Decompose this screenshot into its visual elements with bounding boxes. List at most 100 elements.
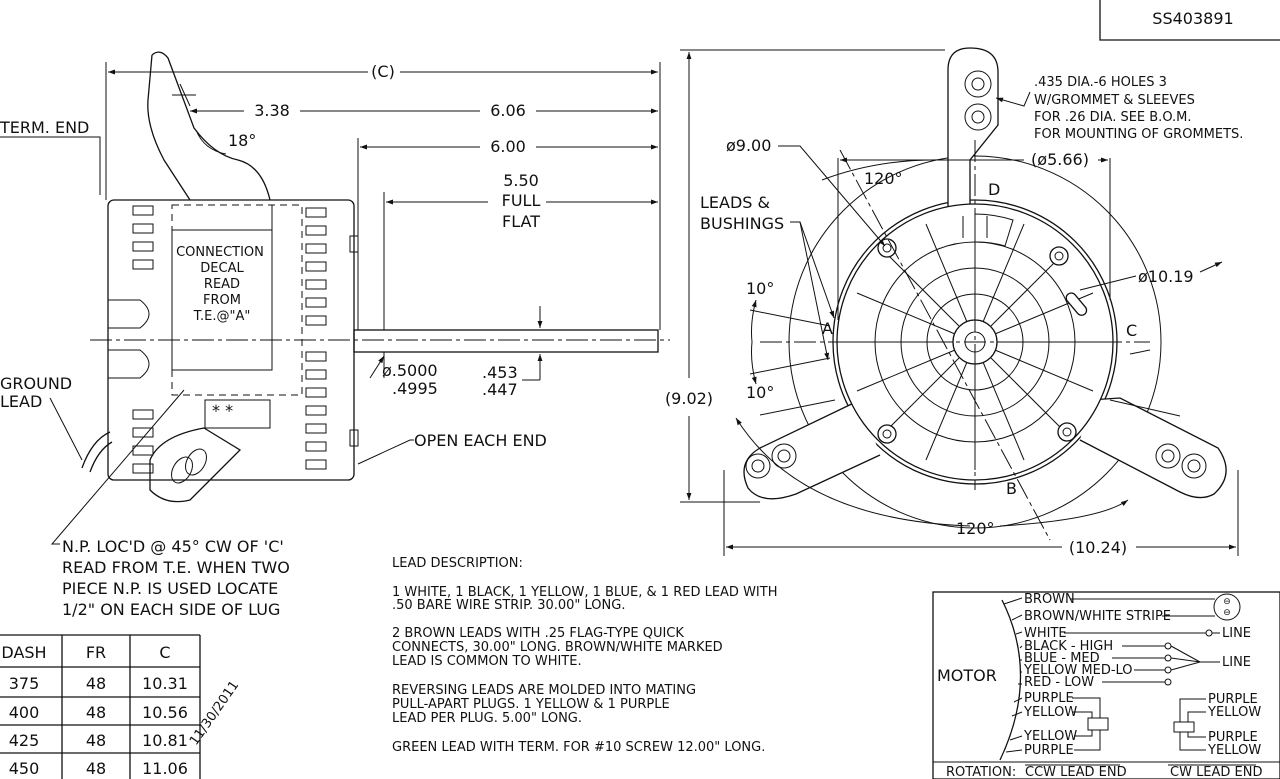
capacitor-icon: ⊖ (1223, 597, 1231, 607)
side-view: TERM. END (C) 3.38 6.06 6.00 5.50 FULL F… (0, 51, 670, 619)
wire-brown-white: BROWN/WHITE STRIPE (1024, 609, 1171, 624)
table-cell: 450 (9, 759, 40, 778)
np-note-4: 1/2" ON EACH SIDE OF LUG (62, 600, 280, 619)
holes-note-3: FOR .26 DIA. SEE B.O.M. (1034, 110, 1192, 125)
shaft-dia-1: ø.5000 (382, 361, 438, 380)
label-a: A (822, 319, 833, 338)
lead-desc-p1-1: 1 WHITE, 1 BLACK, 1 YELLOW, 1 BLUE, & 1 … (392, 585, 777, 600)
dim-flat: FLAT (502, 212, 540, 231)
lead-desc-p2-2: CONNECTS, 30.00" LONG. BROWN/WHITE MARKE… (392, 640, 723, 655)
table-cell: 10.56 (142, 703, 188, 722)
label-c: C (1126, 321, 1137, 340)
rotation-label: ROTATION: (946, 765, 1016, 779)
drawing-number: SS403891 (1152, 9, 1233, 28)
label-b: B (1006, 479, 1017, 498)
angle-18: 18° (228, 131, 256, 150)
flat-1: .453 (482, 363, 518, 382)
table-cell: 425 (9, 731, 40, 750)
wire-white: WHITE (1024, 626, 1067, 641)
dim-1024: (10.24) (1069, 538, 1127, 557)
ground-label-2: LEAD (0, 392, 42, 411)
holes-note-2: W/GROMMET & SLEEVES (1034, 93, 1195, 108)
table-cell: 48 (86, 674, 106, 693)
table-cell: 11.06 (142, 759, 188, 778)
ground-label-1: GROUND (0, 374, 72, 393)
table-header-c: C (159, 643, 170, 662)
title-block: SS403891 (1099, 0, 1280, 41)
end-view: (9.02) (665, 47, 1243, 557)
date-stamp: 11/30/2011 (187, 678, 242, 748)
asterisks: * * (212, 401, 233, 420)
dash-table: DASH FR C 375 48 10.31 400 48 10.56 425 … (0, 634, 242, 779)
flat-2: .447 (482, 380, 518, 399)
angle-120-top: 120° (864, 169, 903, 188)
wire-yellow-2: YELLOW (1023, 729, 1077, 744)
wire-brown: BROWN (1024, 592, 1075, 607)
table-cell: 10.31 (142, 674, 188, 693)
leads-label-1: LEADS & (700, 193, 770, 212)
dim-full: FULL (502, 191, 541, 210)
wire-purple-1: PURPLE (1024, 691, 1074, 706)
lead-desc-p3-2: PULL-APART PLUGS. 1 YELLOW & 1 PURPLE (392, 697, 670, 712)
dim-606: 6.06 (490, 101, 526, 120)
table-cell: 400 (9, 703, 40, 722)
open-each-end: OPEN EACH END (414, 431, 547, 450)
lead-desc-p4-1: GREEN LEAD WITH TERM. FOR #10 SCREW 12.0… (392, 740, 765, 755)
r-yellow-1: YELLOW (1207, 705, 1261, 720)
wiring-diagram: MOTOR BROWN BROWN/WHITE STRIPE ⊖ ⊖ WHITE… (932, 591, 1280, 779)
angle-10-a: 10° (746, 279, 774, 298)
shaft-dia-2: .4995 (392, 379, 438, 398)
lead-desc-p1-2: .50 BARE WIRE STRIP. 30.00" LONG. (392, 598, 625, 613)
dim-600: 6.00 (490, 137, 526, 156)
dim-902: (9.02) (665, 389, 713, 408)
table-cell: 48 (86, 703, 106, 722)
decal-line-4: FROM (203, 293, 241, 308)
holes-note-1: .435 DIA.-6 HOLES 3 (1034, 75, 1167, 90)
wire-red: RED - LOW (1024, 675, 1094, 690)
decal-line-5: T.E.@"A" (193, 309, 251, 324)
r-purple-2: PURPLE (1208, 730, 1258, 745)
lead-desc-p2-1: 2 BROWN LEADS WITH .25 FLAG-TYPE QUICK (392, 626, 684, 641)
lead-desc-p3-1: REVERSING LEADS ARE MOLDED INTO MATING (392, 683, 696, 698)
decal-line-3: READ (204, 277, 240, 292)
wire-purple-2: PURPLE (1024, 743, 1074, 758)
term-end-label: TERM. END (0, 118, 89, 137)
lead-desc-title: LEAD DESCRIPTION: (392, 556, 523, 571)
wire-black: BLACK - HIGH (1024, 639, 1113, 654)
line-2: LINE (1222, 655, 1251, 670)
ccw-lead-end: CCW LEAD END (1025, 765, 1127, 779)
r-purple-1: PURPLE (1208, 692, 1258, 707)
wire-yellow-1: YELLOW (1023, 705, 1077, 720)
np-note-3: PIECE N.P. IS USED LOCATE (62, 579, 278, 598)
motor-label: MOTOR (937, 666, 997, 685)
wire-yellow-med: YELLOW MED-LO (1023, 663, 1133, 678)
dim-550: 5.50 (503, 171, 539, 190)
holes-note-4: FOR MOUNTING OF GROMMETS. (1034, 127, 1243, 142)
table-cell: 48 (86, 759, 106, 778)
lead-desc-p2-3: LEAD IS COMMON TO WHITE. (392, 654, 582, 669)
label-d: D (988, 180, 1000, 199)
dia-566: (ø5.66) (1031, 150, 1089, 169)
angle-120-bottom: 120° (956, 519, 995, 538)
lead-desc-p3-3: LEAD PER PLUG. 5.00" LONG. (392, 711, 582, 726)
table-header-dash: DASH (1, 643, 46, 662)
decal-line-1: CONNECTION (176, 245, 264, 260)
line-1: LINE (1222, 626, 1251, 641)
cw-lead-end: CW LEAD END (1170, 765, 1263, 779)
capacitor-icon-2: ⊖ (1223, 608, 1231, 618)
table-cell: 48 (86, 731, 106, 750)
table-header-fr: FR (86, 643, 106, 662)
table-cell: 375 (9, 674, 40, 693)
r-yellow-2: YELLOW (1207, 743, 1261, 758)
leads-label-2: BUSHINGS (700, 214, 784, 233)
dia-1019: ø10.19 (1138, 267, 1194, 286)
dia-900: ø9.00 (726, 136, 771, 155)
angle-10-b: 10° (746, 383, 774, 402)
dim-338: 3.38 (254, 101, 290, 120)
wire-blue: BLUE - MED (1024, 651, 1100, 666)
np-note-2: READ FROM T.E. WHEN TWO (62, 558, 290, 577)
np-note-1: N.P. LOC'D @ 45° CW OF 'C' (62, 537, 284, 556)
dim-c: (C) (371, 62, 395, 81)
lead-description: LEAD DESCRIPTION: 1 WHITE, 1 BLACK, 1 YE… (392, 556, 777, 755)
